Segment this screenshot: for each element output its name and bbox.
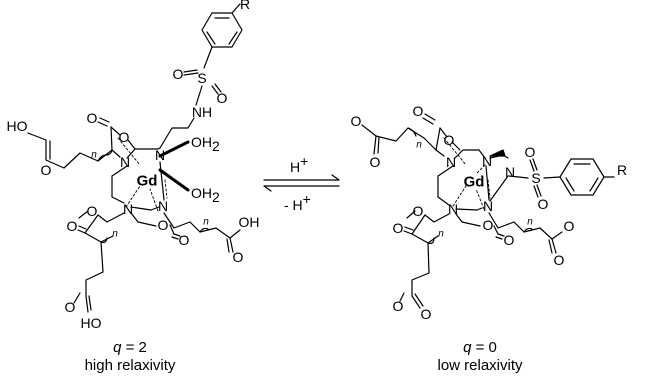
left-nitrogen-top-left: N — [120, 154, 130, 170]
right-acid-bottom-oxygen-a: O — [393, 298, 404, 314]
right-benzene-ring — [559, 158, 615, 196]
right-acid-top-oxygen-a: O — [351, 113, 362, 129]
left-sulfonyl-oxygen-upper: O — [173, 66, 184, 82]
left-acid-bottom-oxygen: O — [65, 299, 76, 315]
left-nitrogen-top-right: N — [155, 147, 165, 163]
left-gadolinium-center: Gd — [137, 173, 158, 190]
right-nitrogen-bottom-left: N — [448, 201, 458, 217]
left-ester-top-oxygen: O — [119, 129, 130, 145]
left-acid-top-oxygen: O — [41, 162, 52, 178]
left-nitrogen-bottom-right: N — [158, 198, 168, 214]
left-ester-top-carbonyl-oxygen: O — [87, 110, 98, 126]
left-hydration-number: q = 2 — [113, 339, 147, 356]
left-ester-bottom-oxygen: O — [158, 217, 169, 233]
right-nitrogen-top-left: N — [446, 154, 456, 170]
right-ester-bottom-carbonyl-oxygen: O — [504, 232, 515, 248]
right-relaxivity-label: low relaxivity — [437, 357, 523, 374]
right-n-index-right: n — [527, 217, 533, 228]
left-n-index-top: n — [91, 150, 97, 161]
right-nitrogen-sulfonamide: N — [505, 164, 515, 180]
right-ester-top-oxygen: O — [444, 132, 455, 148]
left-complex: R S O O NH HO O O O n N N Gd OH2 OH2 N N… — [7, 0, 260, 331]
right-gadolinium-center: Gd — [464, 174, 485, 191]
right-ester-bottom-oxygen: O — [483, 217, 494, 233]
right-r-group: R — [617, 162, 627, 178]
left-ester-left-oxygen: O — [87, 203, 98, 219]
left-n-index-left: n — [112, 229, 118, 240]
right-hydration-number: q = 0 — [463, 339, 497, 356]
right-acid-right-oxygen-b: O — [554, 252, 565, 268]
right-caption: q = 0 low relaxivity — [370, 339, 590, 375]
left-sulfur-atom: S — [197, 70, 206, 86]
right-sulfonyl-oxygen-upper: O — [525, 144, 536, 160]
left-sulfonyl-oxygen-lower: O — [217, 90, 228, 106]
right-nitrogen-top-right: N — [482, 153, 492, 169]
left-ester-bottom-carbonyl-oxygen: O — [179, 232, 190, 248]
right-ester-top-carbonyl-oxygen: O — [413, 103, 424, 119]
left-water-upper: OH2 — [191, 134, 220, 154]
left-nh-label: NH — [192, 104, 212, 120]
right-acid-right-oxygen-a: O — [564, 218, 575, 234]
left-water-lower: OH2 — [191, 185, 220, 205]
forward-proton-label: H+ — [290, 153, 308, 175]
right-sulfonyl-oxygen-lower: O — [538, 196, 549, 212]
right-complex: O O O O n N N N S O O R Gd N N O O n O O… — [351, 103, 628, 322]
left-oh-right-label: OH — [239, 214, 260, 230]
left-acid-right-oxygen: O — [233, 249, 244, 265]
left-ester-left-carbonyl-oxygen: O — [67, 218, 78, 234]
left-relaxivity-label: high relaxivity — [84, 357, 176, 374]
right-n-index-top: n — [416, 140, 422, 151]
left-nitrogen-bottom-left: N — [123, 201, 133, 217]
left-caption: q = 2 high relaxivity — [20, 339, 240, 375]
left-ho-top-label: HO — [7, 118, 28, 134]
reverse-proton-label: - H+ — [284, 191, 311, 213]
equilibrium-arrows: H+ - H+ — [263, 153, 340, 213]
right-ester-left-oxygen: O — [413, 203, 424, 219]
left-ho-bottom-label: HO — [81, 315, 102, 331]
right-nitrogen-bottom-right: N — [483, 198, 493, 214]
right-n-index-left: n — [438, 229, 444, 240]
left-n-index-right: n — [203, 217, 209, 228]
right-ester-left-carbonyl-oxygen: O — [393, 220, 404, 236]
left-benzene-ring — [201, 3, 243, 48]
right-acid-bottom-oxygen-b: O — [421, 306, 432, 322]
left-r-group: R — [240, 0, 250, 12]
right-sulfur-atom: S — [531, 170, 540, 186]
right-acid-top-oxygen-b: O — [370, 154, 381, 170]
